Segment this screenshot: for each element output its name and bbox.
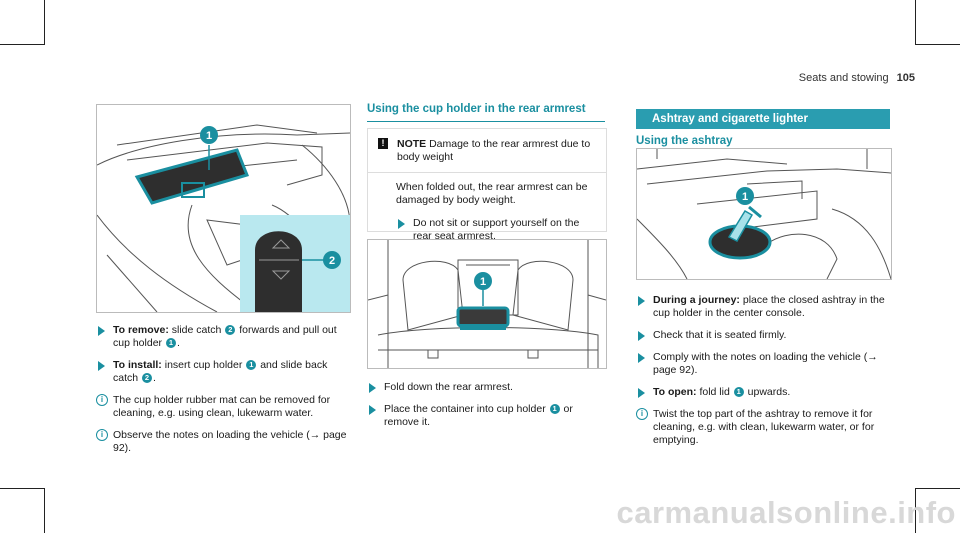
step-arrow-icon [638,296,645,306]
step-arrow-icon [638,388,645,398]
step-arrow-icon [98,326,105,336]
callout-1-badge [474,272,492,290]
note-title: NOTE [397,138,427,150]
watermark: carmanualsonline.info [616,495,956,530]
note-box: ! NOTE Damage to the rear armrest due to… [367,128,607,242]
step-to-open: To open: fold lid 1 upwards. [636,386,890,399]
callout-1-inline: 1 [165,338,176,349]
callout-1-inline: 1 [246,360,257,371]
callout-1-badge [200,126,218,144]
middle-instructions: Fold down the rear armrest. Place the co… [367,381,605,438]
right-instructions: During a journey: place the closed ashtr… [636,294,890,456]
callout-2: 2 [329,255,335,267]
crop-mark [915,488,916,533]
note-header: ! NOTE Damage to the rear armrest due to… [368,129,606,173]
crop-mark [915,0,916,45]
info-icon: i [96,394,108,406]
callout-2-badge [323,251,341,269]
page-header: Seats and stowing 105 [799,72,915,84]
callout-1-badge [736,187,754,205]
crop-mark [0,44,45,45]
step-fold-down: Fold down the rear armrest. [367,381,605,394]
figure-rear-armrest: 1 [367,239,607,369]
section-bar-ashtray: Ashtray and cigarette lighter [636,109,890,129]
crop-mark [915,44,960,45]
callout-1: 1 [206,130,212,142]
crop-mark [0,488,45,489]
section-title: Seats and stowing [798,72,889,84]
step-check-seated: Check that it is seated firmly. [636,329,890,342]
subheading-using-ashtray: Using the ashtray [636,135,733,147]
step-arrow-icon [369,383,376,393]
callout-1-inline: 1 [549,404,560,415]
step-comply-notes: Comply with the notes on loading the veh… [636,351,890,377]
heading-rule [367,121,605,122]
page-number: 105 [896,72,915,84]
info-icon: i [636,408,648,420]
note-body-text: When folded out, the rear armrest can be… [396,181,588,206]
warning-icon: ! [378,138,388,149]
callout-2-inline: 2 [225,325,236,336]
step-arrow-icon [369,405,376,415]
callout-2-inline: 2 [142,373,153,384]
callout-1: 1 [480,276,486,288]
step-during-journey: During a journey: place the closed ashtr… [636,294,890,320]
step-place-container: Place the container into cup holder 1 or… [367,403,605,429]
figure-ashtray: 1 [636,148,892,280]
step-arrow-icon [638,331,645,341]
note-title-text: Damage to the rear armrest due to body w… [397,138,591,163]
crop-mark [44,488,45,533]
callout-1: 1 [742,191,748,203]
step-arrow-icon [98,361,105,371]
callout-1-inline: 1 [733,387,744,398]
crop-mark [44,0,45,45]
crop-mark [915,488,960,489]
step-arrow-icon [398,219,405,229]
left-instructions: To remove: slide catch 2 forwards and pu… [96,324,351,464]
step-install: To install: insert cup holder 1 and slid… [96,359,351,385]
figure-cup-holder-console: 1 2 [96,104,351,313]
section-heading-rear-armrest: Using the cup holder in the rear armrest [367,103,586,115]
step-arrow-icon [638,353,645,363]
step-remove: To remove: slide catch 2 forwards and pu… [96,324,351,350]
info-icon: i [96,429,108,441]
